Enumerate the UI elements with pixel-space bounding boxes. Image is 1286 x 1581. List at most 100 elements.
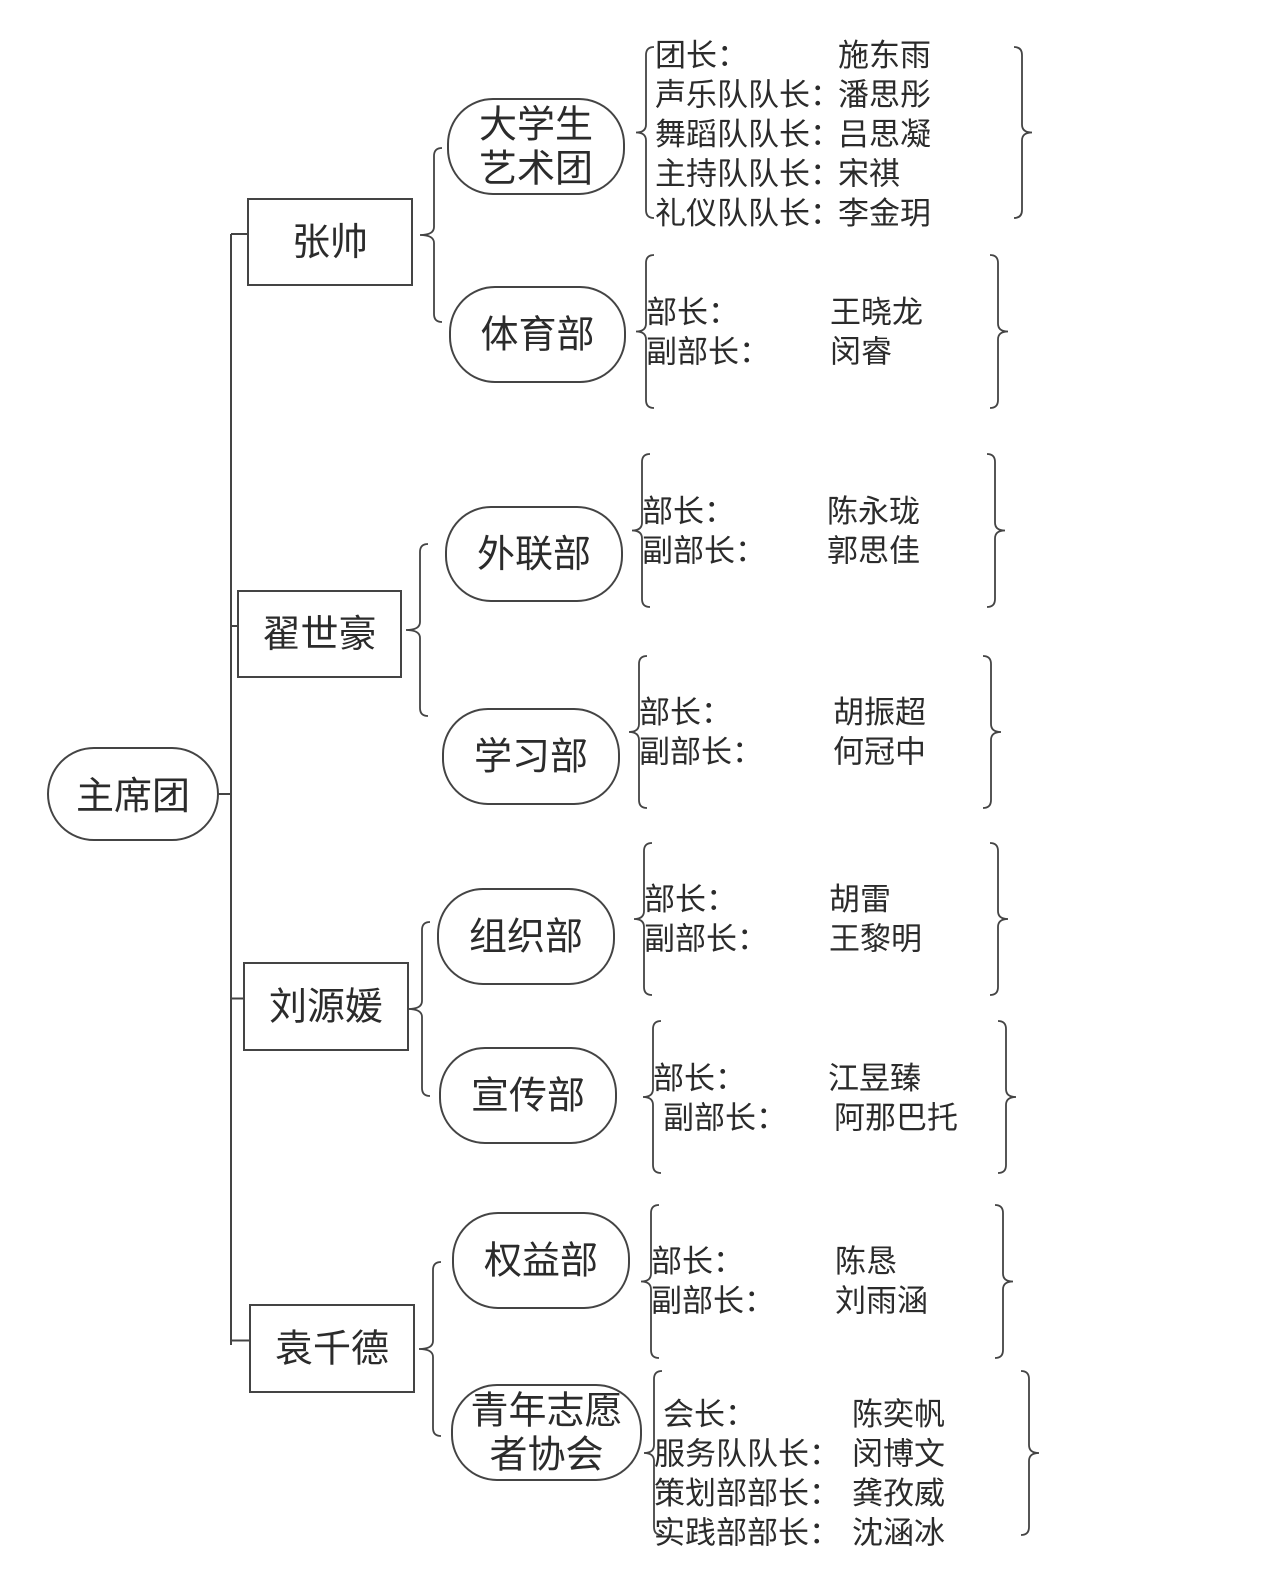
staff-person: 吕思凝: [838, 117, 931, 153]
staff-left-brace: [635, 46, 655, 219]
staff-list: 团长： 施东雨声乐队队长：潘思彤舞蹈队队长：吕思凝主持队队长：宋祺礼仪队队长：李金…: [635, 38, 1033, 232]
staff-role: 实践部部长：: [654, 1516, 840, 1552]
staff-row: 副部长： 闵睿: [646, 335, 892, 371]
staff-row: 副部长： 郭思佳: [642, 534, 920, 570]
staff-role: 部长：: [646, 295, 739, 331]
staff-role: 副部长：: [646, 335, 770, 371]
staff-person: 王黎明: [829, 922, 922, 958]
staff-role: 部长：: [642, 494, 735, 530]
staff-person: 胡振超: [833, 695, 926, 731]
leader-label: 翟世豪: [262, 612, 376, 656]
department-label: 外联部: [477, 532, 591, 576]
staff-right-brace: [989, 254, 1009, 409]
department-label-line1: 青年志愿: [470, 1389, 622, 1433]
staff-left-brace: [633, 842, 653, 996]
staff-right-brace: [989, 842, 1009, 996]
staff-role: 部长：: [651, 1244, 744, 1280]
department-label-line2: 者协会: [489, 1433, 603, 1477]
leader-node: 张帅: [247, 198, 413, 286]
department-node: 组织部: [437, 888, 615, 985]
staff-role: 副部长：: [642, 534, 766, 570]
staff-row: 策划部部长： 龚孜威: [654, 1476, 945, 1512]
leader-brace: [418, 1261, 442, 1437]
leader-brace: [407, 921, 431, 1097]
staff-person: 阿那巴托: [834, 1101, 958, 1137]
department-node: 权益部: [452, 1212, 630, 1309]
staff-role: 部长：: [644, 882, 737, 918]
staff-role: 主持队队长：: [655, 157, 841, 193]
staff-person: 沈涵冰: [852, 1516, 945, 1552]
staff-role: 声乐队队长：: [655, 78, 841, 114]
staff-right-brace: [1020, 1370, 1040, 1536]
leader-brace: [405, 543, 429, 717]
trunk-connector: [218, 234, 232, 1345]
staff-row: 礼仪队队长：李金玥: [655, 196, 931, 232]
staff-role: 副部长：: [651, 1284, 775, 1320]
staff-row: 部长： 江昱臻: [653, 1061, 921, 1097]
staff-role: 部长：: [639, 695, 732, 731]
department-label: 组织部: [469, 915, 583, 959]
staff-person: 施东雨: [838, 38, 931, 74]
staff-left-brace: [643, 1370, 663, 1536]
staff-person: 郭思佳: [827, 534, 920, 570]
staff-role: 礼仪队队长：: [655, 196, 841, 232]
root-label: 主席团: [76, 774, 190, 818]
staff-role: 策划部部长：: [654, 1476, 840, 1512]
staff-person: 龚孜威: [852, 1476, 945, 1512]
department-label: 权益部: [484, 1239, 598, 1283]
staff-right-brace: [997, 1020, 1017, 1174]
department-node: 外联部: [445, 506, 623, 602]
staff-row: 部长： 胡振超: [639, 695, 926, 731]
leader-label: 袁千德: [275, 1327, 389, 1371]
staff-role: 部长：: [653, 1061, 746, 1097]
staff-left-brace: [635, 254, 655, 409]
leader-label: 张帅: [292, 220, 368, 264]
staff-person: 闵睿: [830, 335, 892, 371]
department-node: 学习部: [442, 708, 620, 805]
staff-person: 王晓龙: [830, 295, 923, 331]
staff-row: 部长： 王晓龙: [646, 295, 923, 331]
staff-person: 陈永珑: [827, 494, 920, 530]
staff-row: 部长： 陈恳: [651, 1244, 897, 1280]
staff-row: 部长： 胡雷: [644, 882, 891, 918]
department-label-line2: 艺术团: [479, 147, 593, 191]
staff-person: 陈恳: [835, 1244, 897, 1280]
staff-person: 陈奕帆: [852, 1397, 945, 1433]
staff-row: 主持队队长：宋祺: [655, 157, 900, 193]
department-label: 宣传部: [471, 1074, 585, 1118]
staff-row: 舞蹈队队长：吕思凝: [655, 117, 931, 153]
staff-row: 实践部部长： 沈涵冰: [654, 1516, 945, 1552]
department-node: 宣传部: [439, 1047, 617, 1144]
staff-right-brace: [982, 655, 1002, 809]
staff-person: 刘雨涵: [835, 1284, 928, 1320]
staff-row: 副部长：阿那巴托: [663, 1101, 958, 1137]
staff-left-brace: [628, 655, 648, 809]
staff-right-brace: [986, 453, 1006, 608]
branch-3: 刘源媛组织部部长：胡雷副部长：王黎明宣传部部长：江昱臻副部长：阿那巴托: [231, 842, 1017, 1174]
staff-person: 何冠中: [833, 735, 926, 771]
staff-person: 胡雷: [829, 882, 891, 918]
staff-person: 闵博文: [852, 1437, 945, 1473]
leader-brace: [419, 147, 443, 323]
staff-role: 团长：: [655, 38, 748, 74]
staff-person: 潘思彤: [838, 78, 931, 114]
staff-row: 声乐队队长：潘思彤: [655, 78, 931, 114]
staff-person: 江昱臻: [828, 1061, 921, 1097]
staff-person: 宋祺: [838, 157, 900, 193]
staff-right-brace: [1013, 46, 1033, 219]
staff-role: 服务队队长：: [654, 1437, 840, 1473]
leader-label: 刘源媛: [269, 985, 383, 1029]
department-label-line1: 大学生: [479, 103, 593, 147]
staff-right-brace: [994, 1204, 1014, 1359]
staff-left-brace: [631, 453, 651, 608]
staff-role: 会长：: [663, 1397, 756, 1433]
